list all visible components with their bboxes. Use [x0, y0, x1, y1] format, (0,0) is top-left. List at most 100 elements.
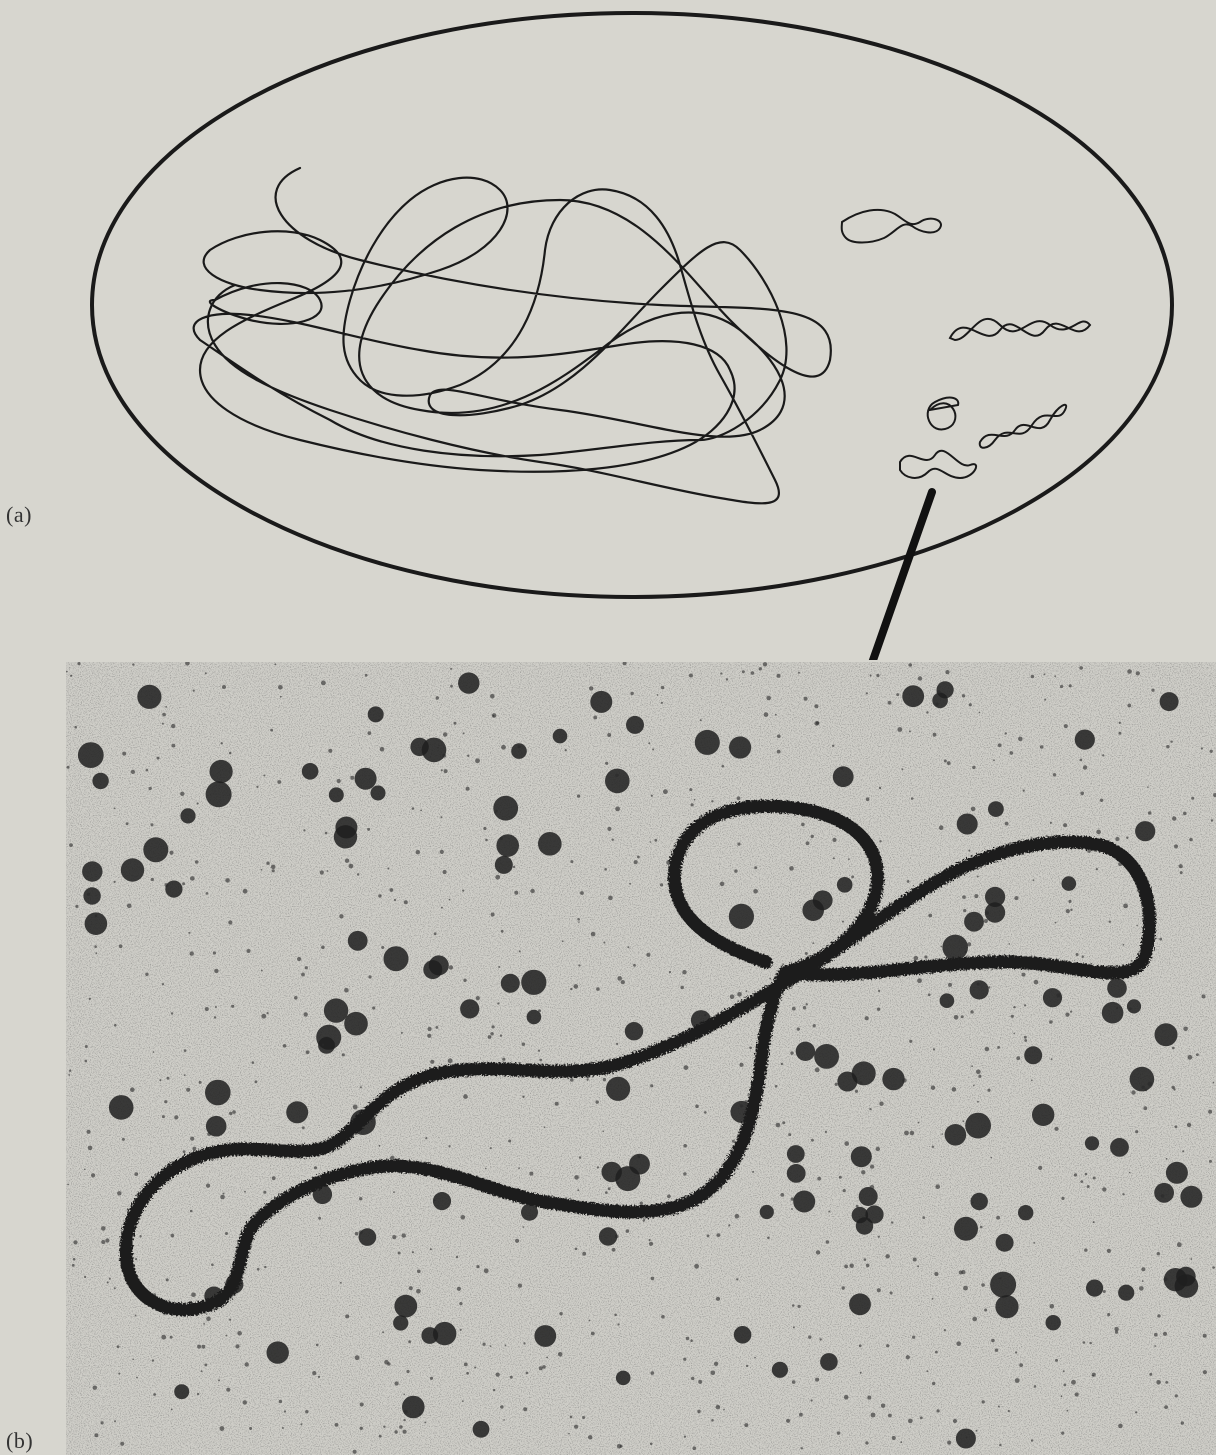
speckle — [969, 703, 972, 706]
particle — [78, 742, 104, 768]
speckle — [914, 956, 919, 961]
speckle — [496, 1373, 500, 1377]
speckle — [522, 1043, 525, 1046]
particle — [206, 781, 232, 807]
speckle — [716, 1297, 720, 1301]
speckle — [917, 978, 922, 983]
speckle — [1161, 1194, 1165, 1198]
particle — [371, 786, 386, 801]
speckle — [272, 869, 275, 872]
speckle — [1164, 1405, 1168, 1409]
particle — [996, 1234, 1014, 1252]
speckle — [1070, 909, 1072, 911]
speckle — [474, 1367, 476, 1369]
speckle — [860, 1372, 862, 1374]
speckle — [312, 1371, 316, 1375]
speckle — [615, 807, 620, 812]
speckle — [425, 1137, 427, 1139]
speckle — [205, 1007, 209, 1011]
speckle — [649, 1239, 651, 1241]
speckle — [579, 1156, 581, 1158]
speckle — [419, 1413, 421, 1415]
particle — [368, 706, 384, 722]
speckle — [450, 685, 453, 688]
speckle — [67, 766, 70, 769]
speckle — [1005, 822, 1009, 826]
speckle — [153, 1051, 155, 1053]
speckle — [935, 1351, 938, 1354]
speckle — [492, 1025, 495, 1028]
speckle — [214, 1016, 216, 1018]
speckle — [202, 1345, 206, 1349]
speckle — [1131, 1090, 1135, 1094]
speckle — [864, 1258, 867, 1261]
speckle — [972, 1317, 977, 1322]
speckle — [167, 1077, 170, 1080]
speckle — [87, 1130, 91, 1134]
speckle — [939, 825, 944, 830]
speckle — [577, 918, 580, 921]
speckle — [257, 1268, 260, 1271]
speckle — [235, 1344, 239, 1348]
speckle — [909, 1040, 912, 1043]
speckle — [220, 1195, 225, 1200]
speckle — [523, 1226, 525, 1228]
speckle — [1181, 1421, 1184, 1424]
speckle — [114, 1024, 117, 1027]
speckle — [732, 1140, 735, 1143]
speckle — [505, 1345, 507, 1347]
speckle — [1071, 1380, 1076, 1385]
speckle — [1179, 864, 1183, 868]
particle — [335, 817, 357, 839]
speckle — [786, 1419, 790, 1423]
speckle — [383, 1426, 385, 1428]
speckle — [684, 1436, 686, 1438]
particle — [1110, 1138, 1129, 1157]
speckle — [382, 1331, 384, 1333]
speckle — [459, 1302, 462, 1305]
speckle — [570, 1416, 573, 1419]
speckle — [597, 1166, 599, 1168]
speckle — [1210, 750, 1213, 753]
particle — [433, 1322, 456, 1345]
speckle — [169, 851, 173, 855]
speckle — [934, 1272, 938, 1276]
speckle — [344, 988, 349, 993]
speckle — [651, 1371, 655, 1375]
speckle — [114, 1287, 116, 1289]
speckle — [976, 1430, 978, 1432]
speckle — [575, 1248, 578, 1251]
particle — [210, 760, 233, 783]
particle — [851, 1146, 872, 1167]
particle — [82, 861, 102, 881]
speckle — [495, 810, 497, 812]
particle — [1032, 1104, 1054, 1126]
speckle — [661, 702, 663, 704]
speckle — [570, 988, 572, 990]
speckle — [117, 1345, 120, 1348]
speckle — [523, 1407, 527, 1411]
speckle — [1013, 1006, 1015, 1008]
speckle — [669, 971, 671, 973]
speckle — [518, 745, 521, 748]
speckle — [427, 1034, 431, 1038]
speckle — [612, 1248, 616, 1252]
speckle — [500, 837, 503, 840]
speckle — [877, 1288, 881, 1292]
speckle — [220, 1426, 225, 1431]
speckle — [1008, 1410, 1010, 1412]
speckle — [297, 957, 301, 961]
speckle — [271, 865, 276, 870]
particle — [521, 970, 546, 995]
speckle — [814, 704, 818, 708]
particle — [957, 814, 978, 835]
speckle — [278, 685, 283, 690]
speckle — [792, 1007, 796, 1011]
speckle — [243, 1400, 247, 1404]
speckle — [977, 876, 979, 878]
speckle — [1135, 1130, 1138, 1133]
speckle — [871, 1413, 876, 1418]
particle — [1046, 1315, 1061, 1330]
speckle — [424, 1422, 426, 1424]
speckle — [953, 1419, 957, 1423]
